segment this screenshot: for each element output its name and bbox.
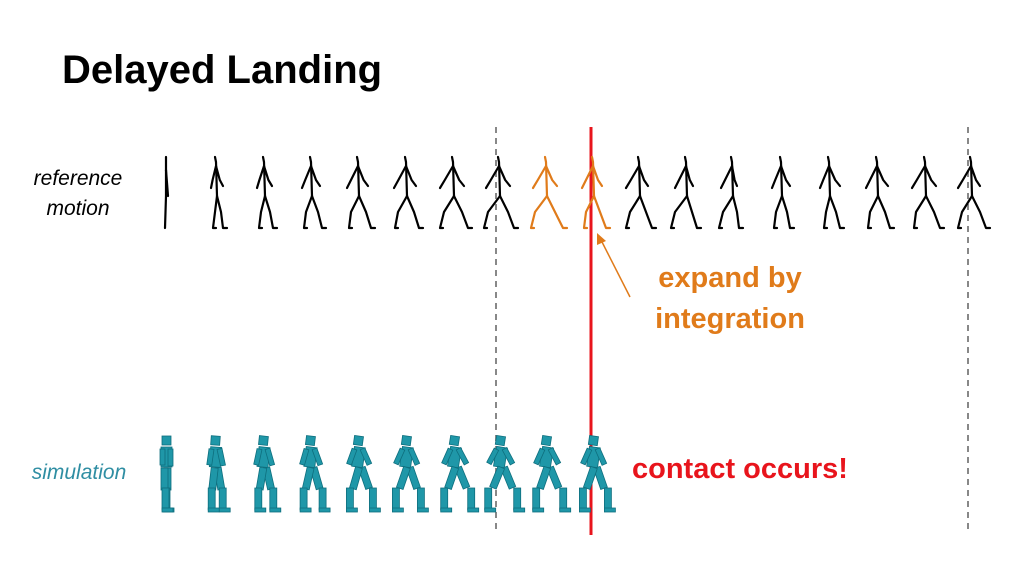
reference-frame <box>300 155 328 230</box>
simulation-frame <box>299 435 331 513</box>
simulation-frame <box>253 435 282 513</box>
reference-frame <box>345 155 377 230</box>
reference-frame <box>482 155 520 230</box>
simulation-row <box>159 434 616 513</box>
reference-frame <box>818 155 846 230</box>
simulation-frame <box>440 434 480 513</box>
simulation-frame <box>391 435 429 513</box>
simulation-frame <box>532 434 572 513</box>
reference-frame <box>770 155 796 230</box>
expand-by-integration-annotation: expand by integration <box>630 258 830 340</box>
reference-frame-highlighted <box>580 155 612 230</box>
reference-frame-highlighted <box>529 155 569 230</box>
simulation-frame <box>484 434 526 513</box>
simulation-label: simulation <box>31 461 127 484</box>
reference-frame <box>255 155 279 230</box>
reference-frame <box>717 155 745 230</box>
reference-motion-label: reference motion <box>14 164 142 224</box>
simulation-frame <box>345 435 381 513</box>
annotation-arrow-line <box>600 239 631 298</box>
annotation-arrow-head <box>597 233 606 245</box>
reference-frame <box>910 155 946 230</box>
slide-title: Delayed Landing <box>62 48 383 92</box>
reference-frame <box>392 155 425 230</box>
annotation-line2: integration <box>655 303 805 335</box>
reference-frame <box>864 155 896 230</box>
reference-motion-row <box>163 155 992 230</box>
reference-frame <box>163 155 170 230</box>
reference-label-line2: motion <box>46 197 110 220</box>
simulation-frame <box>579 435 616 513</box>
reference-frame <box>669 155 703 230</box>
reference-frame <box>624 155 658 230</box>
reference-frame <box>209 155 229 230</box>
contact-occurs-label: contact occurs! <box>632 453 848 485</box>
annotation-line1: expand by <box>658 262 802 294</box>
simulation-frame <box>206 435 231 513</box>
reference-frame <box>956 155 992 230</box>
simulation-frame <box>159 435 175 513</box>
reference-label-line1: reference <box>33 167 123 190</box>
reference-frame <box>438 155 474 230</box>
